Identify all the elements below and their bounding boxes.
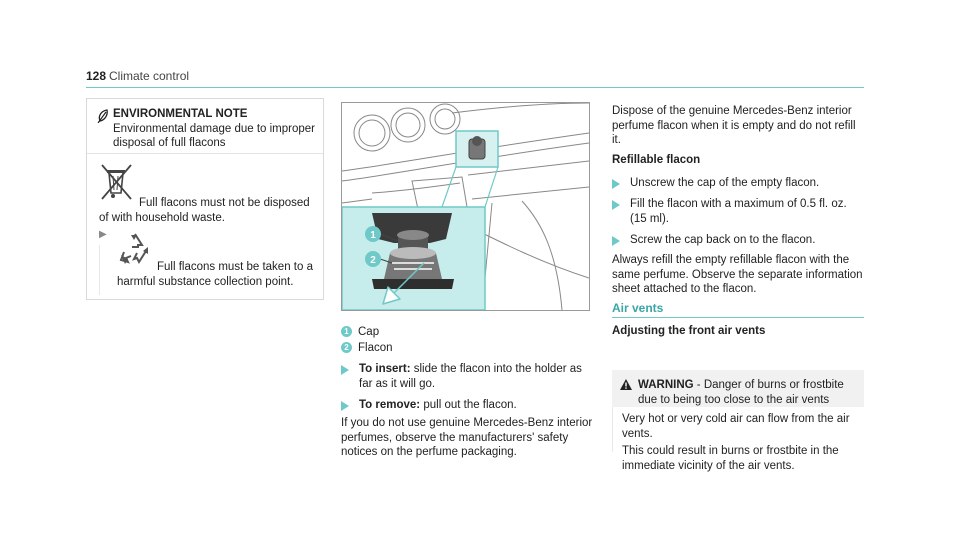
legend-badge: 2 bbox=[341, 342, 352, 353]
warning-body: Very hot or very cold air can flow from … bbox=[622, 412, 862, 474]
refill-step-text: Screw the cap back on to the flacon. bbox=[630, 234, 816, 246]
step-arrow-icon bbox=[612, 179, 620, 189]
legend-label: Cap bbox=[358, 326, 380, 338]
remove-step-text: pull out the flacon. bbox=[423, 399, 517, 411]
dispose-paragraph: Dispose of the genuine Mercedes-Benz int… bbox=[612, 105, 856, 147]
environmental-note-box: ENVIRONMENTAL NOTE Environmental damage … bbox=[86, 98, 324, 300]
warning-paragraph-1: Very hot or very cold air can flow from … bbox=[622, 413, 850, 440]
environmental-note-text: Environmental damage due to improper dis… bbox=[113, 122, 316, 150]
legend-item-cap: 1 Cap bbox=[341, 325, 379, 340]
page-header: 128 Climate control bbox=[86, 67, 864, 88]
bullet-guide-line bbox=[99, 245, 100, 295]
bullet-arrow-icon: ▶ bbox=[99, 229, 107, 240]
car-console-drawing: 1 2 bbox=[342, 103, 589, 310]
remove-step-label: To remove: bbox=[359, 399, 421, 411]
perfume-atomizer-illustration: 1 2 bbox=[341, 102, 590, 311]
insert-step-label: To insert: bbox=[359, 363, 411, 375]
step-arrow-icon bbox=[341, 401, 349, 411]
callout-2-marker bbox=[365, 251, 381, 267]
air-vents-section-title: Air vents bbox=[612, 301, 864, 318]
crossed-out-bin-icon bbox=[101, 164, 132, 200]
warning-guide-line bbox=[612, 407, 613, 452]
environmental-note-label: ENVIRONMENTAL NOTE bbox=[113, 108, 248, 120]
legend-item-flacon: 2 Flacon bbox=[341, 341, 393, 356]
warning-paragraph-2: This could result in burns or frostbite … bbox=[622, 445, 839, 473]
recycle-instruction-text: Full flacons must be taken to a harmful … bbox=[117, 261, 313, 288]
legend-label: Flacon bbox=[358, 342, 393, 354]
recycle-icon bbox=[119, 233, 148, 265]
page-number: 128 bbox=[86, 69, 107, 83]
callout-2-label: 2 bbox=[370, 255, 376, 266]
adjust-front-vents-heading: Adjusting the front air vents bbox=[612, 325, 766, 337]
header-title: Climate control bbox=[109, 69, 190, 83]
step-arrow-icon bbox=[341, 365, 349, 375]
refill-step-text: Fill the flacon with a maximum of 0.5 fl… bbox=[630, 198, 847, 225]
callout-1-label: 1 bbox=[370, 230, 376, 241]
step-arrow-icon bbox=[612, 236, 620, 246]
warning-box: WARNING - Danger of burns or frostbite d… bbox=[612, 370, 864, 472]
refill-note: Always refill the empty refillable flaco… bbox=[612, 254, 863, 296]
legend-badge: 1 bbox=[341, 326, 352, 337]
environment-leaf-icon bbox=[97, 109, 108, 123]
genuine-perfume-note: If you do not use genuine Mercedes-Benz … bbox=[341, 417, 593, 459]
step-arrow-icon bbox=[612, 200, 620, 210]
refillable-heading: Refillable flacon bbox=[612, 154, 701, 166]
refill-step-text: Unscrew the cap of the empty flacon. bbox=[630, 177, 820, 189]
environmental-note-heading: ENVIRONMENTAL NOTE Environmental damage … bbox=[97, 107, 321, 151]
warning-header: WARNING - Danger of burns or frostbite d… bbox=[612, 370, 864, 407]
callout-1-marker bbox=[365, 226, 381, 242]
divider bbox=[87, 153, 323, 154]
warning-label: WARNING bbox=[638, 379, 694, 391]
dispose-warning-text: Full flacons must not be disposed of wit… bbox=[99, 197, 310, 224]
insert-step-text: slide the flacon into the holder as far … bbox=[359, 363, 582, 390]
warning-triangle-icon bbox=[620, 379, 632, 390]
warning-headline: - Danger of burns or frostbite due to be… bbox=[638, 379, 844, 406]
